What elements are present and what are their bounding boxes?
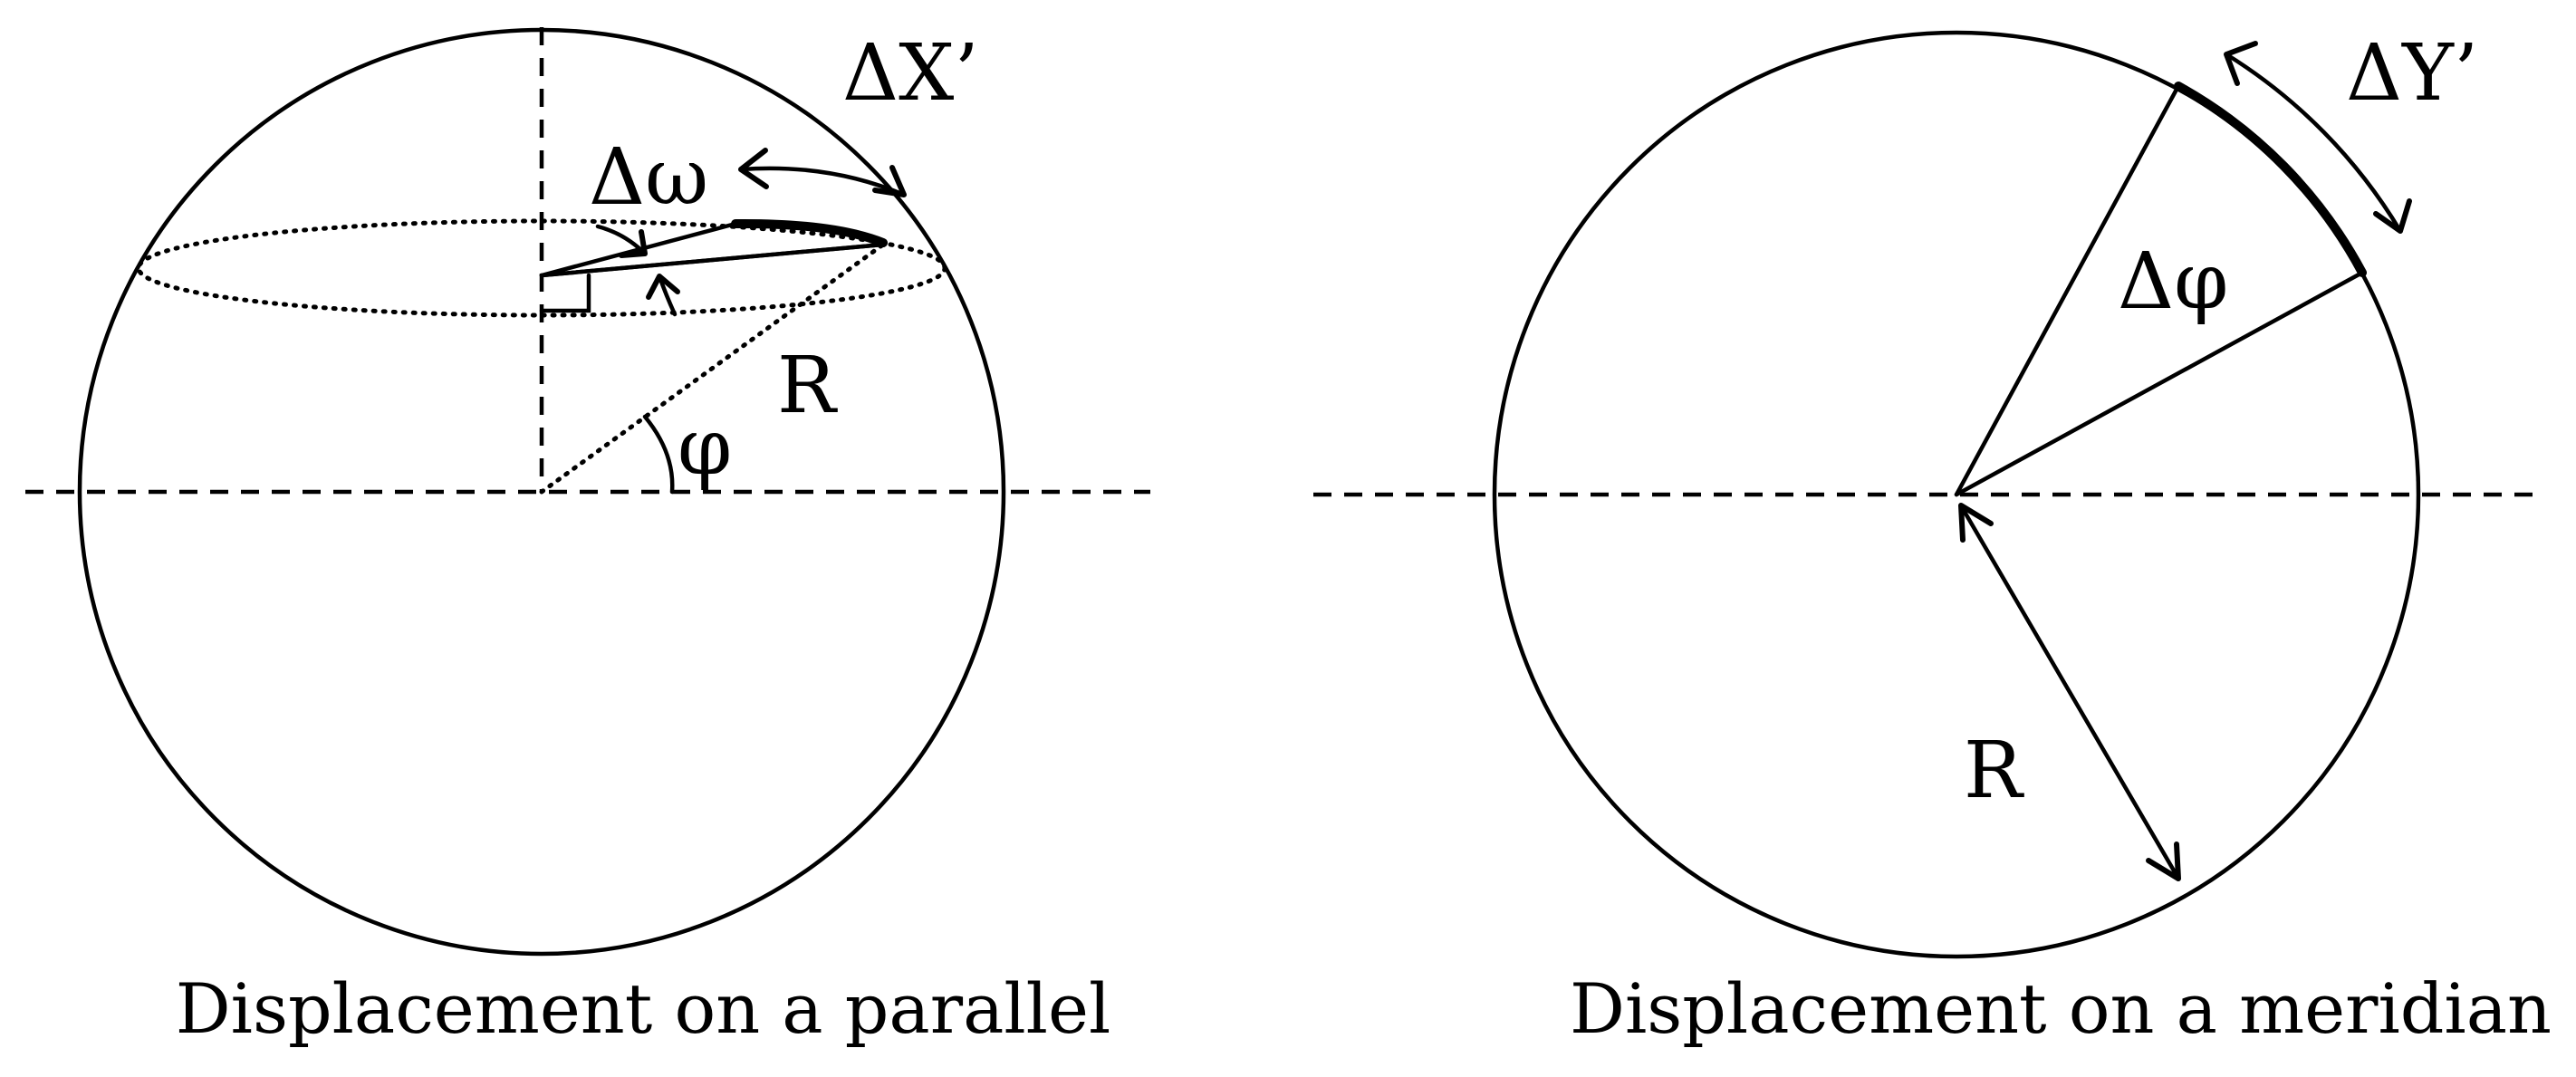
latitude-label: φ [678, 402, 732, 493]
meridian-radius-upper [1954, 83, 2181, 497]
delta-omega-arrow-upper [595, 224, 648, 256]
delta-x-double-arrow [738, 166, 907, 197]
meridian-radius-lower [1954, 270, 2365, 497]
left-radius-line [539, 242, 886, 495]
right-radius-arrowhead-bottom [2146, 841, 2181, 881]
right-caption: Displacement on a meridian [1570, 968, 2552, 1049]
right-radius-arrowhead-top [1958, 503, 1994, 543]
right-radius-arrow [1959, 505, 2180, 880]
delta-y-arrowhead-lower [2373, 198, 2412, 234]
delta-x-arrowhead-right [872, 165, 907, 197]
delta-omega-arrowhead-lower [646, 274, 680, 300]
delta-y-arc [2174, 82, 2367, 277]
delta-x-arc [731, 218, 888, 247]
left-panel: ΔX’ Δω R φ Displacement on a parallel [25, 27, 1150, 1049]
delta-y-double-arrow [2224, 52, 2403, 234]
delta-omega-label: Δω [589, 132, 708, 223]
right-panel: ΔY’ Δφ R Displacement on a meridian [1313, 28, 2552, 1049]
delta-x-arrowhead-left [738, 148, 769, 189]
latitude-angle-arc [642, 414, 675, 495]
delta-phi-label: Δφ [2118, 236, 2228, 327]
delta-x-label: ΔX’ [842, 28, 979, 119]
delta-y-label: ΔY’ [2346, 28, 2478, 119]
left-caption: Displacement on a parallel [176, 968, 1111, 1049]
delta-omega-arrowhead-upper [619, 229, 648, 258]
delta-y-arrowhead-upper [2224, 41, 2258, 86]
left-radius-label: R [777, 341, 838, 431]
parallel-radius-end [539, 242, 886, 278]
right-sphere-outline [1492, 30, 2421, 959]
right-angle-mark [539, 273, 591, 313]
parallel-ellipse [136, 218, 947, 318]
right-radius-label: R [1964, 726, 2024, 816]
